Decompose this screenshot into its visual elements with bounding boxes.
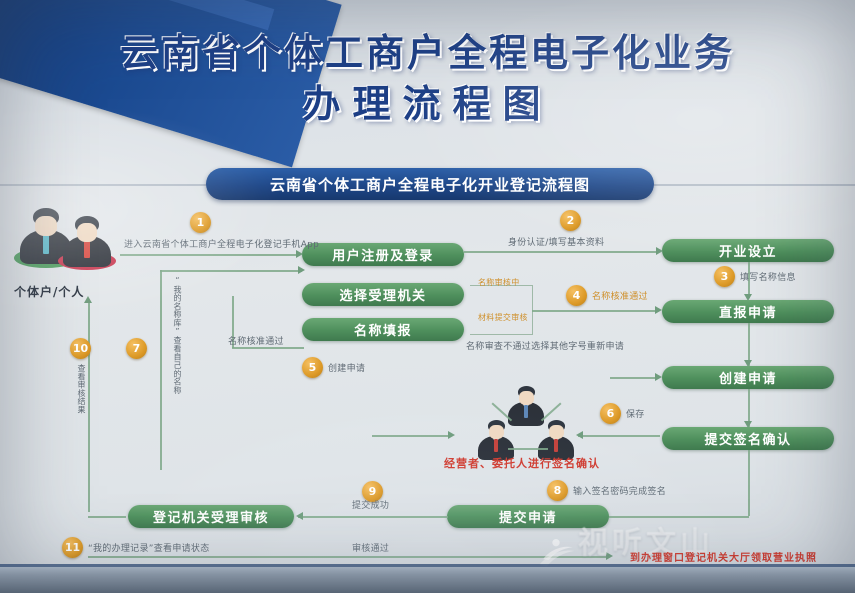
box-create-apply[interactable]: 创建申请	[662, 366, 834, 389]
arrow-step7-into-authority	[298, 266, 305, 274]
arrow-cluster-right	[576, 431, 583, 439]
arrow-create-row	[655, 373, 662, 381]
line-signer-cluster-c	[508, 448, 548, 450]
step-badge-6: 6	[600, 403, 621, 424]
arrow-to-direct-apply	[744, 294, 752, 301]
annotation-name-review-passed: 名称核准通过	[228, 337, 284, 347]
line-cluster-left	[372, 435, 450, 437]
signer-figure-right	[536, 420, 576, 460]
step-badge-8: 8	[547, 480, 568, 501]
line-signature-to-submit	[748, 450, 750, 516]
line-create-to-signature	[748, 389, 750, 427]
arrow-to-pickup	[606, 552, 613, 560]
poster-title: 云南省个体工商户全程电子化业务 办理流程图	[0, 30, 855, 128]
step-badge-4: 4	[566, 285, 587, 306]
line-step7-vertical	[160, 270, 162, 470]
step-badge-11: 11	[62, 537, 83, 558]
arrow-to-authority-review	[296, 512, 303, 520]
annotation-pickup-license: 到办理窗口登记机关大厅领取营业执照	[630, 553, 817, 564]
actor-label: 个体户/个人	[14, 285, 85, 299]
annotation-review-passed: 审核通过	[352, 544, 390, 554]
step-badge-9: 9	[362, 481, 383, 502]
step-caption-4: 名称核准通过	[592, 292, 648, 302]
step-caption-10: 查看审核结果	[77, 364, 86, 414]
step-caption-11: “我的办理记录”查看申请状态	[88, 544, 210, 554]
line-register-to-open	[464, 251, 658, 253]
box-submit-application[interactable]: 提交申请	[447, 505, 609, 528]
name-branch-frame	[470, 285, 533, 335]
line-step7-horizontal	[160, 270, 302, 272]
step-badge-5: 5	[302, 357, 323, 378]
watermark-logo-icon	[539, 539, 575, 567]
annotation-signer-confirm: 经营者、委托人进行签名确认	[444, 457, 600, 470]
arrow-cluster-left	[448, 431, 455, 439]
step-caption-1: 进入云南省个体工商户全程电子化登记手机App	[124, 240, 320, 250]
line-name-return-horizontal	[232, 347, 304, 349]
annotation-name-reject-note: 名称审查不通过选择其他字号重新申请	[466, 342, 625, 352]
bottom-accent-line	[0, 564, 855, 567]
line-step10-vertical	[88, 300, 90, 512]
step-badge-10: 10	[70, 338, 91, 359]
line-review-to-pickup	[88, 556, 608, 558]
step-badge-2: 2	[560, 210, 581, 231]
line-open-to-direct	[748, 262, 750, 298]
line-submit-to-review	[298, 516, 448, 518]
box-register-login[interactable]: 用户注册及登录	[302, 243, 464, 266]
box-open-establish[interactable]: 开业设立	[662, 239, 834, 262]
signer-figure-left	[476, 420, 516, 460]
watermark-text: 视听文山	[578, 526, 714, 561]
step-badge-1: 1	[190, 212, 211, 233]
step-caption-2: 身份认证/填写基本资料	[508, 238, 605, 248]
box-authority-review[interactable]: 登记机关受理审核	[128, 505, 294, 528]
arrow-to-submit-signature	[744, 421, 752, 428]
line-direct-to-create	[748, 323, 750, 366]
step-caption-5: 创建申请	[328, 364, 366, 374]
arrow-to-open-establish	[656, 247, 663, 255]
arrow-step10-up	[84, 296, 92, 303]
arrow-to-register	[296, 250, 303, 258]
line-submit-feed	[609, 516, 749, 518]
line-step10-to-review	[88, 516, 126, 518]
line-cluster-right	[578, 435, 660, 437]
signer-figure-top	[506, 386, 546, 426]
box-name-declare[interactable]: 名称填报	[302, 318, 464, 341]
step-caption-8: 输入签名密码完成签名	[573, 487, 667, 497]
step-caption-3: 填写名称信息	[740, 273, 796, 283]
subtitle-banner: 云南省个体工商户全程电子化开业登记流程图	[206, 168, 654, 200]
line-name-to-create	[532, 310, 657, 312]
title-line-2: 办理流程图	[302, 82, 553, 126]
step-caption-9: 提交成功	[352, 501, 390, 511]
step-badge-3: 3	[714, 266, 735, 287]
box-submit-signature[interactable]: 提交签名确认	[662, 427, 834, 450]
annotation-name-pending: 名称审核中	[478, 278, 520, 287]
line-name-return-vertical	[232, 296, 234, 348]
actor-figure-right	[58, 216, 116, 272]
box-select-authority[interactable]: 选择受理机关	[302, 283, 464, 306]
arrow-name-to-create	[655, 306, 662, 314]
step-badge-7: 7	[126, 338, 147, 359]
annotation-name-submitted: 材料提交审核	[478, 313, 528, 322]
step-caption-7: “我的名称库”查看自己的名称	[173, 276, 182, 395]
arrow-to-create-apply	[744, 360, 752, 367]
title-line-1: 云南省个体工商户全程电子化业务	[119, 31, 735, 75]
box-direct-apply[interactable]: 直报申请	[662, 300, 834, 323]
line-create-row	[610, 377, 656, 379]
line-actor-to-register	[120, 254, 298, 256]
actor-figure-left	[14, 208, 78, 270]
bottom-bar	[0, 567, 855, 593]
step-caption-6: 保存	[626, 410, 645, 420]
